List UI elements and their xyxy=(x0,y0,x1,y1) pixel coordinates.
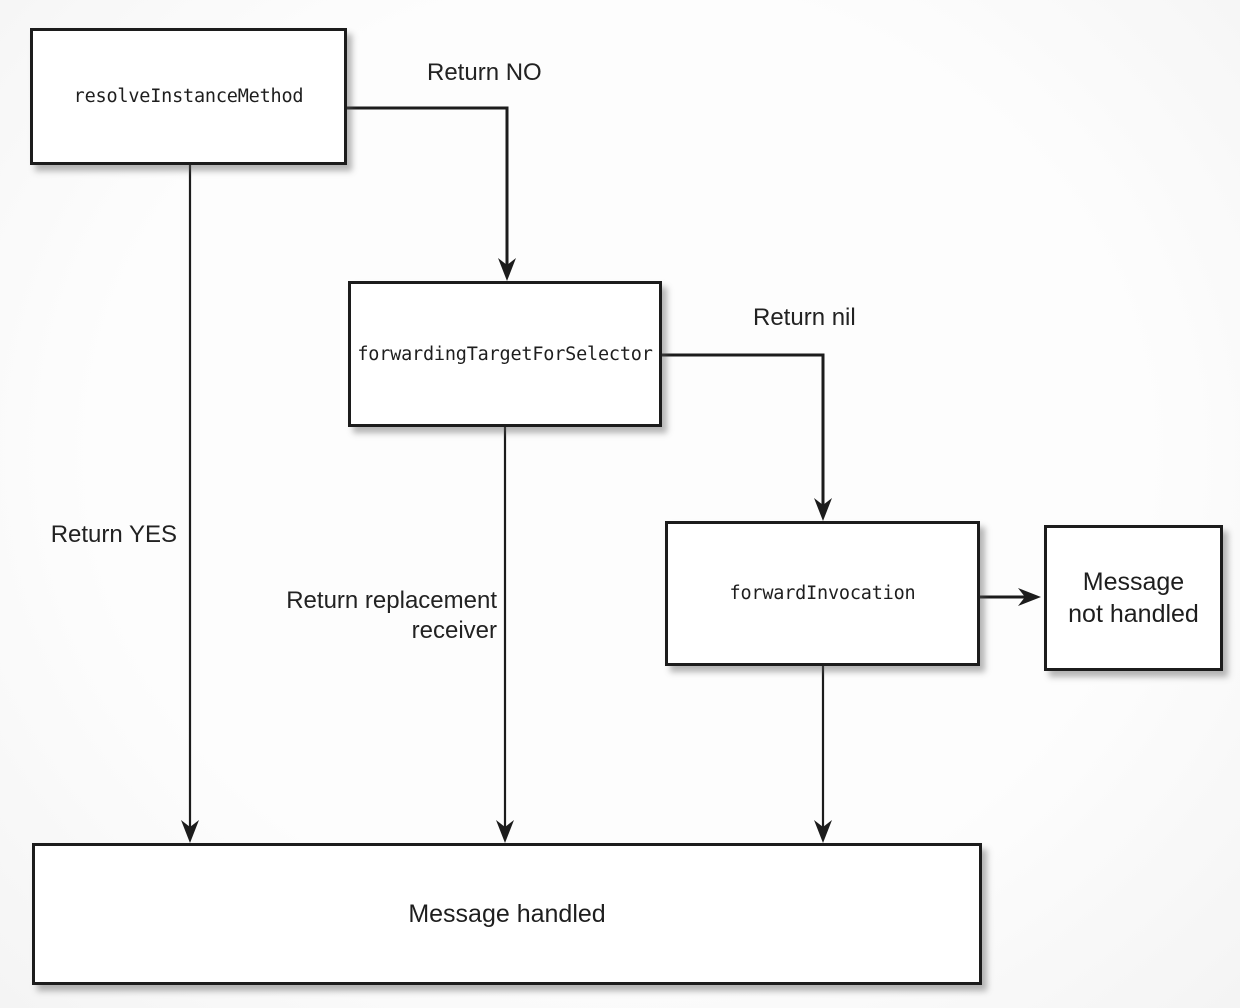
arrowhead-message-handled-left xyxy=(181,820,199,843)
edge-forwarding-target-to-forward-invocation xyxy=(662,353,825,510)
node-label-line1: Message xyxy=(1082,568,1185,596)
edge-label-return-no: Return NO xyxy=(427,59,542,86)
node-label-line2: not handled xyxy=(1068,600,1199,628)
arrowhead-message-handled-right xyxy=(814,820,832,843)
arrowhead-forward-invocation-top xyxy=(814,498,832,521)
node-label: forwardingTargetForSelector xyxy=(357,343,653,365)
arrowhead-message-not-handled-left xyxy=(1018,588,1041,606)
node-label: forwardInvocation xyxy=(729,583,916,604)
node-label: Message handled xyxy=(408,900,606,928)
flowchart-node-message-handled: Message handled xyxy=(32,843,982,985)
edge-label-line1: Return replacement xyxy=(286,587,497,614)
flowchart-node-forward-invocation: forwardInvocation xyxy=(665,521,980,666)
node-label: Message not handled xyxy=(1068,566,1199,630)
flowchart-node-resolve-instance-method: resolveInstanceMethod xyxy=(30,28,347,165)
arrowhead-forwarding-target-top xyxy=(498,258,516,281)
arrowhead-message-handled-middle xyxy=(496,820,514,843)
edge-resolve-to-forwarding-target xyxy=(347,106,509,270)
edge-label-line2: receiver xyxy=(411,617,497,644)
edge-label-return-nil: Return nil xyxy=(753,304,856,331)
edge-label-return-yes: Return YES xyxy=(50,521,177,548)
edge-label-return-replacement-receiver: Return replacement receiver xyxy=(286,586,497,646)
node-label: resolveInstanceMethod xyxy=(73,86,304,107)
flowchart-node-forwarding-target-for-selector: forwardingTargetForSelector xyxy=(348,281,662,427)
flowchart-node-message-not-handled: Message not handled xyxy=(1044,525,1223,671)
